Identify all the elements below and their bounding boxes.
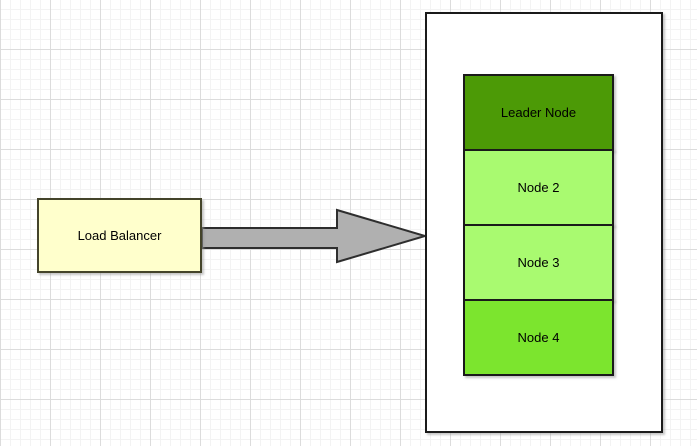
node-4-label: Node 4 — [517, 329, 560, 345]
node-3-label: Node 3 — [517, 254, 560, 270]
leader-node-box[interactable]: Leader Node — [463, 74, 614, 151]
node-3-box[interactable]: Node 3 — [463, 224, 614, 301]
node-4-box[interactable]: Node 4 — [463, 299, 614, 376]
load-balancer-label: Load Balancer — [77, 227, 162, 243]
node-2-label: Node 2 — [517, 179, 560, 195]
leader-node-label: Leader Node — [500, 104, 577, 120]
node-2-box[interactable]: Node 2 — [463, 149, 614, 226]
right-arrow-icon[interactable] — [201, 208, 429, 264]
load-balancer-box[interactable]: Load Balancer — [37, 198, 202, 273]
